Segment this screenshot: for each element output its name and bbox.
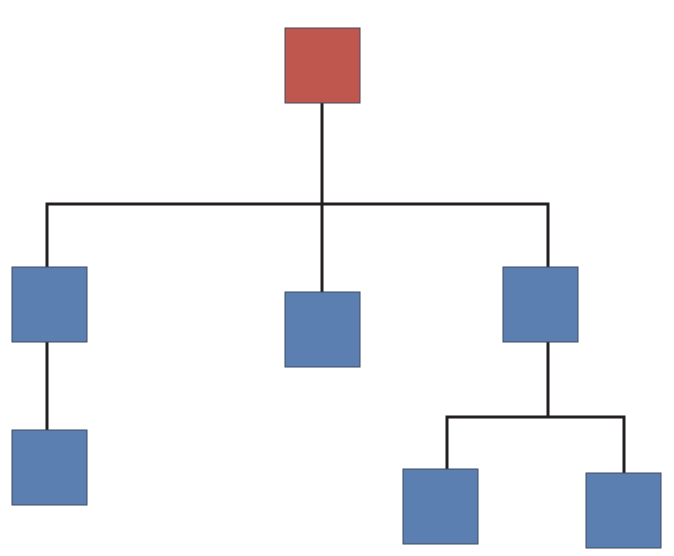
nodes <box>11 27 662 549</box>
grandchild-node-left <box>11 429 88 506</box>
grandchild-node-right-2 <box>585 472 662 549</box>
child-node-middle <box>284 291 361 368</box>
connectors <box>45 102 626 475</box>
grandchild-node-right-1 <box>402 468 479 545</box>
child-node-left <box>11 266 88 343</box>
child-node-right <box>502 266 579 343</box>
root-node <box>284 27 361 104</box>
